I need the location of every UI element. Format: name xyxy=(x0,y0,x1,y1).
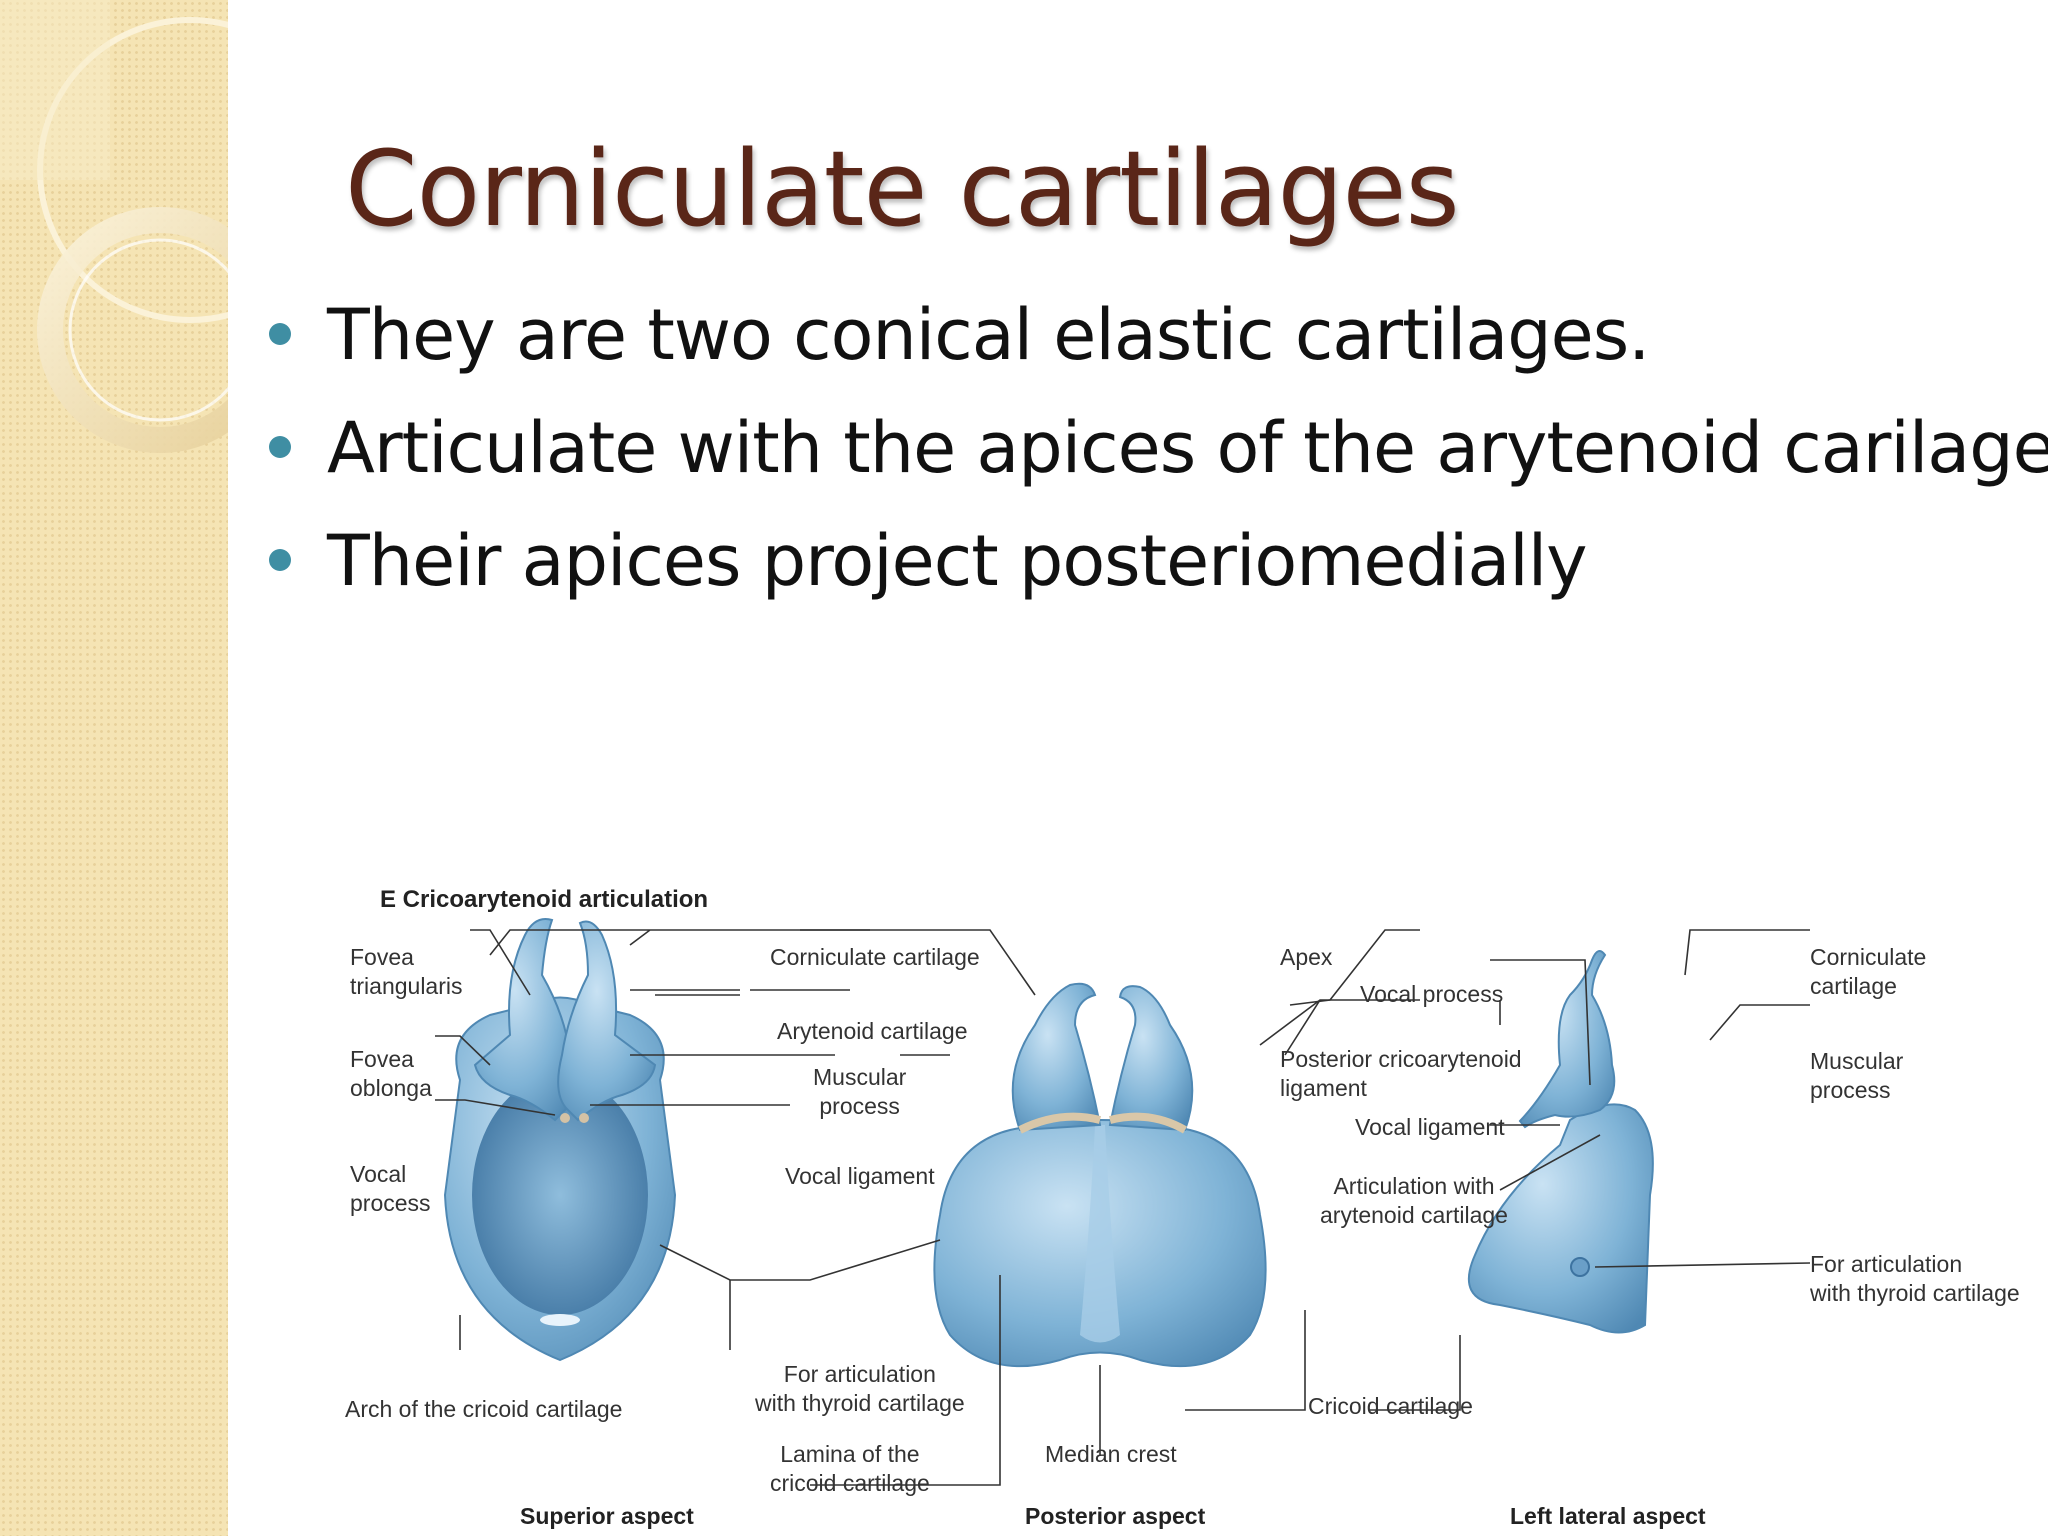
label-corniculate-cartilage: Corniculate cartilage xyxy=(770,944,980,970)
caption-superior-aspect: Superior aspect xyxy=(520,1503,694,1529)
posterior-aspect-drawing xyxy=(933,982,1267,1368)
cartilage-illustration xyxy=(435,918,1811,1486)
label-fovea-oblonga: Fovea oblonga xyxy=(350,1046,432,1101)
label-muscular-process: Muscular process xyxy=(813,1064,907,1119)
label-corniculate-cartilage-right: Corniculate cartilage xyxy=(1810,944,1927,999)
superior-aspect-drawing xyxy=(443,918,677,1362)
figure-heading: E Cricoarytenoid articulation xyxy=(380,886,709,913)
label-for-articulation-thyroid-right: For articulation with thyroid cartilage xyxy=(1810,1251,2020,1306)
anatomy-figure: E Cricoarytenoid articulation Fovea tria… xyxy=(330,886,2048,1536)
bullet-dot-icon xyxy=(269,549,291,571)
label-posterior-cricoarytenoid: Posterior cricoarytenoid ligament xyxy=(1280,1046,1522,1101)
bullet-text: Their apices project posteriomedially xyxy=(327,520,1588,602)
label-arch-cricoid: Arch of the cricoid cartilage xyxy=(345,1396,623,1422)
label-fovea-triangularis: Fovea triangularis xyxy=(350,944,463,999)
bullet-list: They are two conical elastic cartilages.… xyxy=(265,290,2048,629)
leader-lines xyxy=(435,929,1811,1486)
label-median-crest: Median crest xyxy=(1045,1441,1177,1467)
label-cricoid-cartilage: Cricoid cartilage xyxy=(1308,1393,1473,1419)
label-lamina-cricoid: Lamina of the cricoid cartilage xyxy=(770,1441,930,1496)
bullet-text: They are two conical elastic cartilages. xyxy=(327,294,1650,376)
label-muscular-process-right: Muscular process xyxy=(1810,1048,1904,1103)
bullet-item: Their apices project posteriomedially xyxy=(265,516,2048,629)
label-for-articulation-thyroid: For articulation with thyroid cartilage xyxy=(755,1361,965,1416)
label-vocal-ligament: Vocal ligament xyxy=(785,1163,935,1189)
slide-title: Corniculate cartilages xyxy=(345,128,1460,250)
caption-lateral-aspect: Left lateral aspect xyxy=(1510,1503,1706,1529)
label-vocal-process: Vocal process xyxy=(350,1161,431,1216)
bullet-item: They are two conical elastic cartilages. xyxy=(265,290,2048,403)
bullet-dot-icon xyxy=(269,323,291,345)
bullet-text: Articulate with the apices of the aryten… xyxy=(327,407,2048,489)
label-vocal-ligament-right: Vocal ligament xyxy=(1355,1114,1505,1140)
decorative-rings xyxy=(0,0,228,453)
bullet-dot-icon xyxy=(269,436,291,458)
label-vocal-process-right: Vocal process xyxy=(1360,981,1504,1007)
label-articulation-arytenoid: Articulation with arytenoid cartilage xyxy=(1320,1173,1508,1228)
caption-posterior-aspect: Posterior aspect xyxy=(1025,1503,1206,1529)
bullet-item: Articulate with the apices of the aryten… xyxy=(265,403,2048,516)
label-arytenoid-cartilage: Arytenoid cartilage xyxy=(777,1018,968,1044)
label-apex: Apex xyxy=(1280,944,1333,970)
decorative-side-band xyxy=(0,0,228,1536)
